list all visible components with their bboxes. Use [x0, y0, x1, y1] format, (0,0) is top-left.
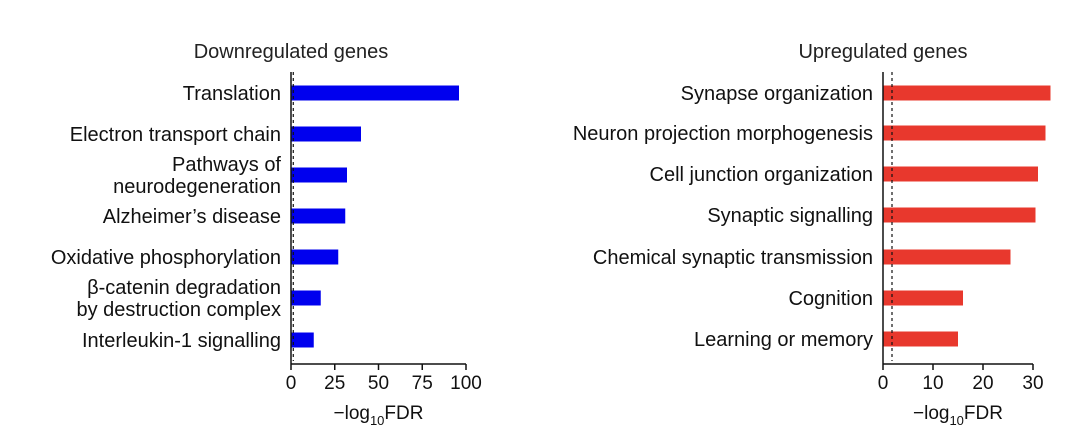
- x-tick-label: 10: [922, 373, 943, 394]
- panel-title: Downregulated genes: [194, 41, 389, 63]
- category-label: Interleukin-1 signalling: [82, 330, 281, 352]
- bar-up-3: [883, 166, 1038, 182]
- x-axis-label: −log10FDR: [334, 403, 424, 428]
- category-label: Chemical synaptic transmission: [593, 247, 873, 269]
- x-tick-label: 100: [450, 373, 482, 394]
- bar-up-4: [883, 207, 1036, 223]
- x-tick-label: 75: [412, 373, 433, 394]
- bar-up-1: [883, 85, 1051, 101]
- category-label: Neuron projection morphogenesis: [573, 123, 873, 145]
- category-label: Oxidative phosphorylation: [51, 247, 281, 269]
- bar-down-2: [291, 126, 361, 142]
- category-label: Cognition: [788, 288, 873, 310]
- bar-up-2: [883, 125, 1046, 141]
- category-label: Alzheimer’s disease: [103, 206, 281, 228]
- category-label: Learning or memory: [694, 329, 873, 351]
- x-tick-label: 0: [286, 373, 297, 394]
- x-tick-label: 30: [1022, 373, 1043, 394]
- x-tick-label: 0: [878, 373, 889, 394]
- category-label: Electron transport chain: [70, 124, 281, 146]
- bar-up-5: [883, 249, 1011, 265]
- bar-down-6: [291, 290, 321, 306]
- bar-down-4: [291, 208, 346, 224]
- category-label: Cell junction organization: [650, 164, 873, 186]
- category-label: Translation: [183, 83, 281, 105]
- bar-down-3: [291, 167, 347, 183]
- category-label: Synapse organization: [681, 83, 873, 105]
- bar-down-1: [291, 85, 459, 101]
- bar-down-5: [291, 249, 339, 265]
- category-label: Synaptic signalling: [707, 205, 873, 227]
- x-tick-label: 50: [368, 373, 389, 394]
- bar-down-7: [291, 332, 314, 348]
- panel-title: Upregulated genes: [798, 41, 967, 63]
- x-tick-label: 25: [324, 373, 345, 394]
- bar-up-6: [883, 290, 963, 306]
- x-tick-label: 20: [972, 373, 993, 394]
- bar-up-7: [883, 331, 958, 347]
- x-axis-label: −log10FDR: [913, 403, 1003, 428]
